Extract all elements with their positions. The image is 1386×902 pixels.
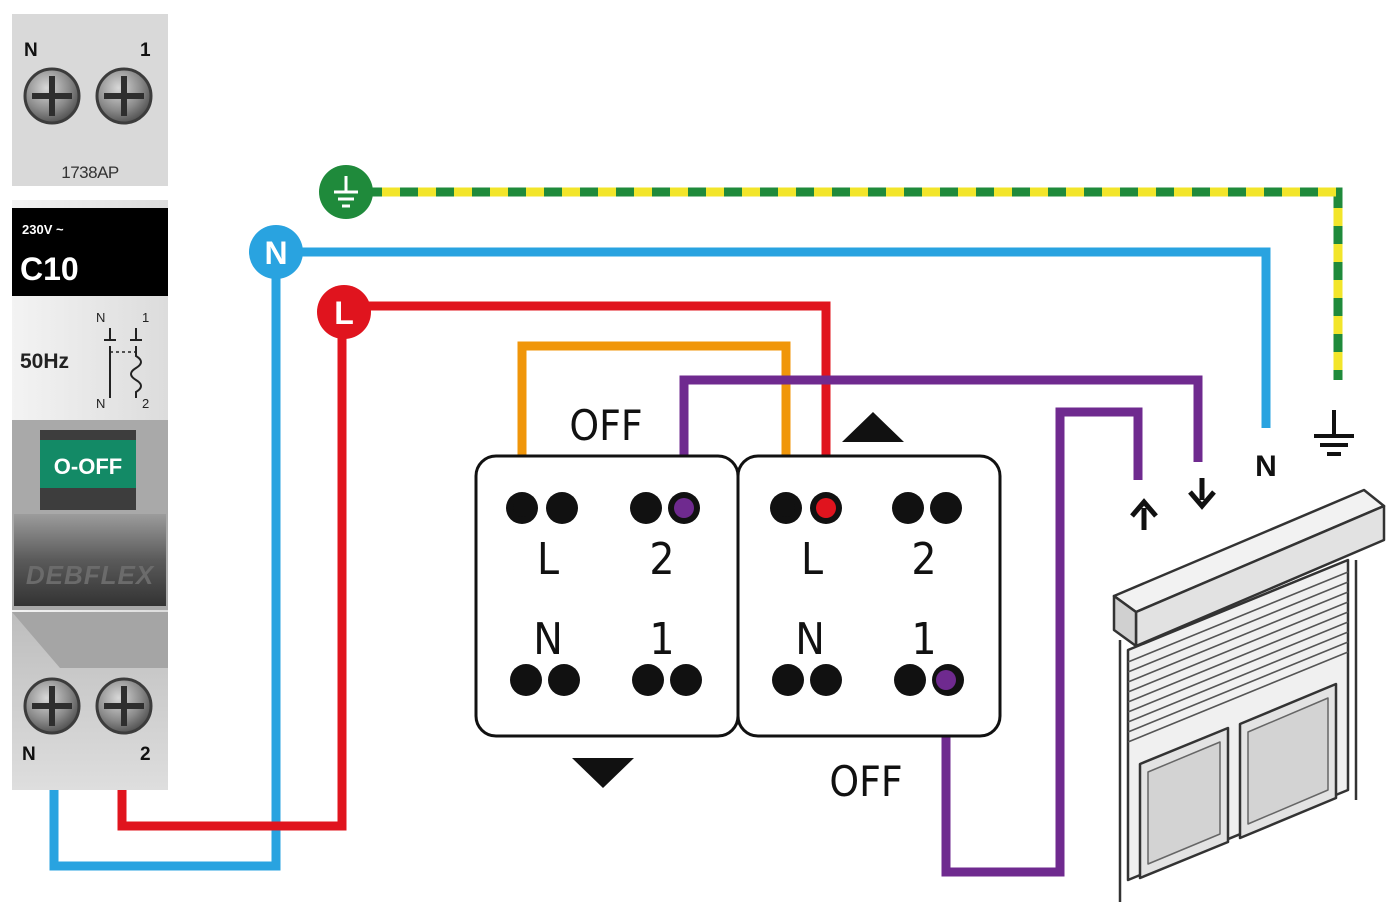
terminal-n-right [772,664,842,696]
terminal-1-left [632,664,702,696]
arrow-up-small-icon [1130,498,1158,530]
switch-off-label-top: OFF [569,401,642,450]
breaker-voltage: 230V ~ [22,222,64,237]
earth-wire [346,187,1343,380]
switch-off-label-bottom: OFF [829,757,902,806]
neutral-wire [49,247,1271,871]
terminal-label: 2 [649,534,674,585]
breaker-symbol: N 1 N 2 [96,310,149,411]
breaker-terminal-2-bottom: 2 [140,744,151,765]
terminal-n-left [510,664,580,696]
live-badge: L [317,285,371,339]
switch-module-right [736,454,1002,738]
terminal-label: L [801,534,823,585]
breaker-terminal-n-bottom: N [22,744,36,765]
screw-icon [23,67,81,125]
shutter-switch: OFF OFF L 2 N 1 L 2 N 1 [474,401,1002,806]
symbol-n-bottom: N [96,396,105,411]
breaker-rating: C10 [20,251,79,287]
symbol-n-top: N [96,310,105,325]
terminal-label: L [537,534,559,585]
breaker-lever[interactable] [14,514,166,606]
bridge-wire [517,341,791,508]
breaker-terminal-n-top: N [24,40,38,61]
earth-wire-stripe [346,187,1343,380]
wire-end [936,670,956,690]
terminal-label: N [533,614,563,665]
breaker-frequency: 50Hz [20,350,69,373]
terminal-2-right [892,492,962,524]
terminal-label: N [795,614,825,665]
roller-shutter-illustration [1112,488,1386,902]
arrow-up-icon [842,412,904,442]
symbol-1-top: 1 [142,310,149,325]
neutral-badge-label: N [264,235,287,271]
up-wire [941,407,1143,877]
terminal-label: 1 [649,614,674,665]
wire-end [816,498,836,518]
wire-end [777,499,795,517]
breaker-label-plate [12,208,168,296]
breaker-toggle[interactable] [40,440,136,488]
wire-end [674,498,694,518]
breaker-toggle-label: O-OFF [54,454,122,479]
live-badge-label: L [334,295,354,331]
wire-end [513,499,531,517]
screw-icon [23,677,81,735]
terminal-label: 2 [911,534,936,585]
breaker-brand: DEBFLEX [26,560,155,590]
motor-neutral-label: N [1255,450,1277,483]
arrow-down-small-icon [1188,478,1216,510]
live-wire [117,301,831,831]
screw-icon [95,677,153,735]
neutral-badge: N [249,225,303,279]
wires [49,187,1343,877]
breaker-model: 1738AP [61,163,119,182]
earth-badge [319,165,373,219]
terminal-label: 1 [911,614,936,665]
circuit-breaker: N 1 1738AP 230V ~ C10 50Hz N 1 N 2 [12,14,168,790]
arrow-down-icon [572,758,634,788]
earth-symbol-icon [1314,410,1354,456]
earth-icon [334,176,358,208]
screw-icon [95,67,153,125]
symbol-2-bottom: 2 [142,396,149,411]
down-wire [679,375,1203,508]
breaker-terminal-1-top: 1 [140,40,151,61]
